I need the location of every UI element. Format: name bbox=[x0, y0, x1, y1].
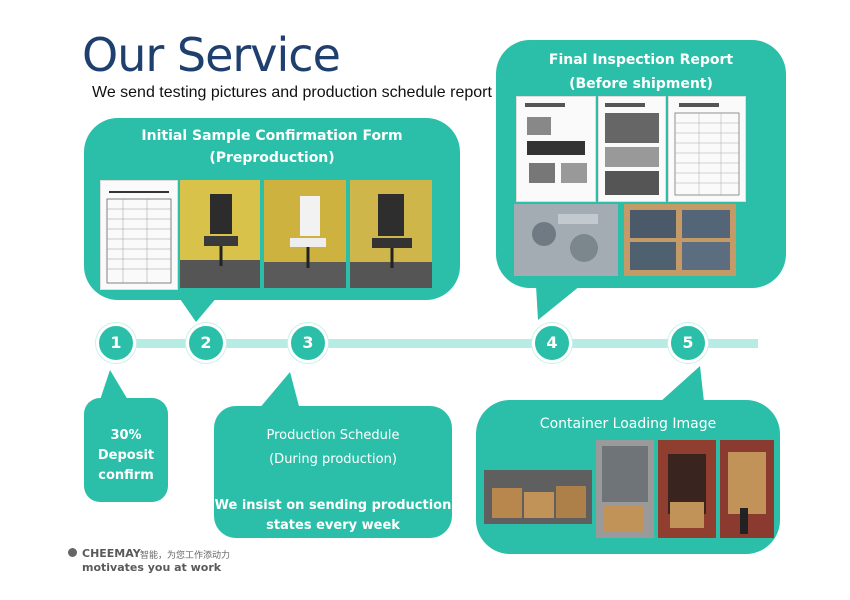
sample-chair-photo-1 bbox=[180, 180, 260, 288]
container-title: Container Loading Image bbox=[539, 416, 717, 432]
deposit-confirm: confirm bbox=[98, 468, 154, 483]
production-schedule-panel: Production Schedule (During production) … bbox=[214, 406, 452, 538]
step-2: 2 bbox=[186, 323, 226, 363]
step-1: 1 bbox=[96, 323, 136, 363]
deposit-label: Deposit bbox=[97, 448, 155, 463]
container-photo-3 bbox=[658, 440, 716, 538]
brand-chinese-tagline: 智能，为您工作添动力 bbox=[140, 551, 231, 561]
step-4: 4 bbox=[532, 323, 572, 363]
page-subtitle: We send testing pictures and production … bbox=[92, 84, 492, 101]
inspection-title: Final Inspection Report bbox=[548, 52, 734, 68]
inspection-report-image-1 bbox=[516, 96, 596, 202]
sample-form-image bbox=[100, 180, 178, 290]
container-photo-4 bbox=[720, 440, 774, 538]
brand-logo-icon bbox=[68, 548, 77, 557]
deposit-panel: 30% Deposit confirm bbox=[84, 398, 168, 502]
inspection-report-image-2 bbox=[598, 96, 666, 202]
inspection-boxes-photo bbox=[624, 204, 736, 276]
schedule-note-line-1: We insist on sending production bbox=[214, 498, 452, 513]
schedule-title: Production Schedule bbox=[266, 428, 400, 443]
step-3: 3 bbox=[288, 323, 328, 363]
inspection-parts-photo bbox=[514, 204, 618, 276]
container-loading-panel: Container Loading Image bbox=[476, 400, 780, 554]
container-photo-2 bbox=[596, 440, 654, 538]
sample-title: Initial Sample Confirmation Form bbox=[141, 128, 403, 144]
inspection-subtitle: (Before shipment) bbox=[569, 76, 713, 92]
sample-chair-photo-2 bbox=[264, 180, 346, 288]
schedule-subtitle: (During production) bbox=[269, 452, 397, 467]
container-photo-1 bbox=[484, 470, 592, 524]
sample-subtitle: (Preproduction) bbox=[209, 150, 335, 166]
inspection-report-image-3 bbox=[668, 96, 746, 202]
schedule-note-line-2: states every week bbox=[266, 518, 400, 533]
page-title: Our Service bbox=[82, 28, 341, 82]
brand-tagline: motivates you at work bbox=[82, 561, 222, 574]
step-5: 5 bbox=[668, 323, 708, 363]
deposit-percent: 30% bbox=[110, 428, 142, 443]
sample-confirmation-panel: Initial Sample Confirmation Form (Prepro… bbox=[84, 118, 460, 300]
sample-chair-photo-3 bbox=[350, 180, 432, 288]
timeline-bar bbox=[112, 339, 758, 348]
final-inspection-panel: Final Inspection Report (Before shipment… bbox=[496, 40, 786, 288]
brand-name: CHEEMAY bbox=[82, 547, 141, 560]
